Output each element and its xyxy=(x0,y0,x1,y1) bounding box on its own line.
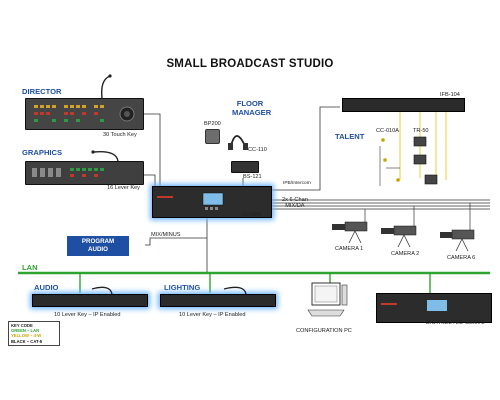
floor-manager-label-line1: FLOOR xyxy=(236,99,264,108)
camera6-caption: CAMERA 6 xyxy=(447,255,476,261)
graphics-panel-caption: 16 Lever Key xyxy=(107,185,140,191)
program-audio-line2: AUDIO xyxy=(88,246,108,253)
mix-minus-label: MIX/MINUS xyxy=(151,232,181,238)
gemini-front-panel xyxy=(157,192,224,210)
graphics-key-grid xyxy=(32,168,104,177)
tr50-caption: TR-50 xyxy=(413,128,429,134)
earpiece-icon xyxy=(383,158,387,162)
bs121-caption: BS-121 xyxy=(243,174,262,180)
tr50-beltpack-icon xyxy=(413,154,427,165)
director-panel-caption: 30 Touch Key xyxy=(103,132,137,138)
camera1-caption: CAMERA 1 xyxy=(335,246,364,252)
camera2-caption: CAMERA 2 xyxy=(391,251,420,257)
mixminus-line xyxy=(145,237,207,246)
ipb-intercom-line xyxy=(268,106,340,191)
key-code-item-green: GREEN – LAN xyxy=(11,328,40,334)
mix-da-label: 2x 6-Chan MIX/DA xyxy=(282,197,308,209)
audio-label: AUDIO xyxy=(34,283,59,292)
lighting-panel-caption: 10 Lever Key – IP Enabled xyxy=(179,312,246,318)
lan-label: LAN xyxy=(22,263,38,272)
ifb104-rack-unit xyxy=(342,98,465,112)
lighting-label: LIGHTING xyxy=(164,283,201,292)
key-code-item-yellow: YELLOW – 4-W xyxy=(11,333,42,339)
page-title: SMALL BROADCAST STUDIO xyxy=(166,58,334,70)
audio-panel xyxy=(32,294,148,307)
distributed-gemini-front xyxy=(381,300,447,311)
cc110-caption: CC-110 xyxy=(248,147,267,153)
key-code-item-black: BLACK – CAT-5 xyxy=(11,338,43,344)
program-audio-box: PROGRAM AUDIO xyxy=(67,236,129,256)
graphics-panel xyxy=(25,161,144,185)
graphics-label: GRAPHICS xyxy=(22,148,63,157)
key-code-title: KEY CODE xyxy=(11,323,33,328)
bs121-speaker-station xyxy=(231,161,259,173)
gemini-caption: GEMINI xyxy=(241,212,261,218)
key-code-legend: KEY CODE GREEN – LAN YELLOW – 4-W BLACK … xyxy=(8,321,60,346)
ipb-intercom-label: IPB/Intercom xyxy=(283,181,311,186)
camera2-icon xyxy=(381,225,417,248)
cc010a-caption: CC-010A xyxy=(376,128,400,134)
tr50-beltpack-icon xyxy=(413,136,427,147)
director-key-grid xyxy=(34,105,135,122)
director-panel xyxy=(25,98,144,130)
ifb104-caption: IFB-104 xyxy=(440,92,460,98)
director-label: DIRECTOR xyxy=(22,87,62,96)
camera6-icon xyxy=(440,229,475,252)
audio-panel-caption: 10 Lever Key – IP Enabled xyxy=(54,312,121,318)
program-audio-line1: PROGRAM xyxy=(81,238,115,245)
mix-da-label-line2: MIX/DA xyxy=(285,203,305,209)
gemini-matrix xyxy=(152,186,272,218)
camera1-icon xyxy=(332,221,368,244)
mix-da-label-line1: 2x 6-Chan xyxy=(282,197,308,203)
tr50-beltpack-icon xyxy=(424,174,438,185)
distributed-gemini-caption: DISTRIBUTED GEMINI xyxy=(426,320,485,326)
floor-manager-label-line2: MANAGER xyxy=(232,108,272,117)
earpiece-icon xyxy=(396,178,400,182)
configuration-pc-caption: CONFIGURATION PC xyxy=(296,328,352,334)
floor-manager-label: FLOOR MANAGER xyxy=(232,99,272,117)
bp200-beltpack xyxy=(205,129,220,144)
distributed-gemini-unit xyxy=(376,293,492,323)
bp200-caption: BP200 xyxy=(204,121,221,127)
lighting-panel xyxy=(160,294,276,307)
earpiece-icon xyxy=(381,138,385,142)
talent-label: TALENT xyxy=(335,132,365,141)
